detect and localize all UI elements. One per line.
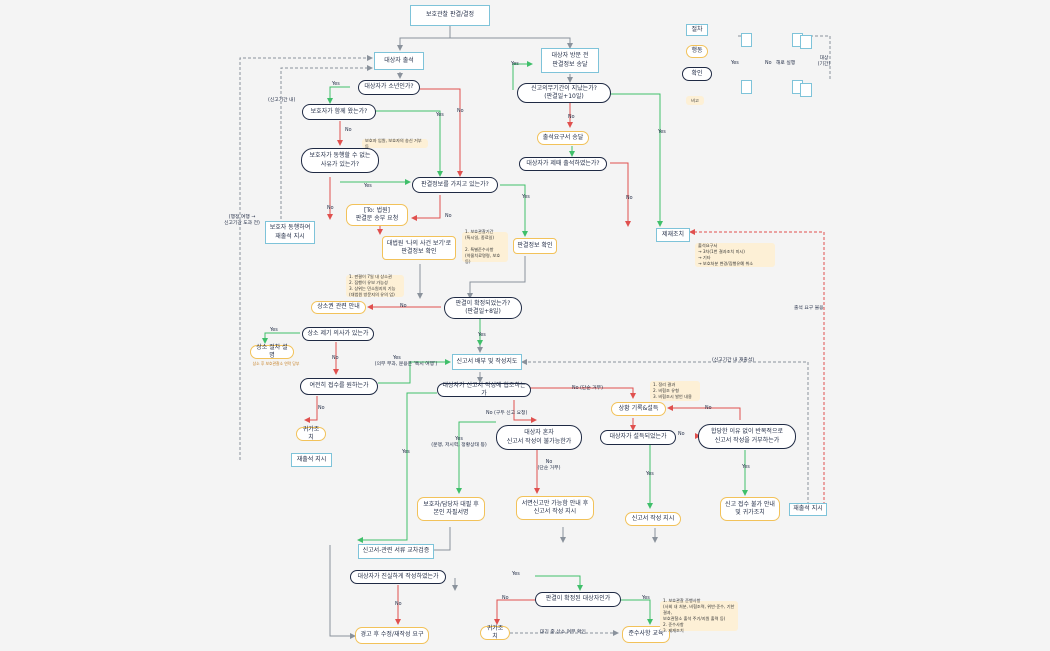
no-label: No [327,206,334,211]
form-write-action: 신고서 작성 지시 [625,512,681,526]
summon-doc-action: 출석요구서 송달 [537,131,589,145]
no-label: No [332,356,339,361]
orient-note: 1. 보호관찰 준행사항 (사회 내 처분, 비협조력, 위반·준수, 기한 결… [660,598,738,633]
no-label: No [568,115,575,120]
judgement-check-node: 판결정보 확인 [513,238,557,254]
legend-yes-box1 [741,33,752,47]
tp-request-action: [To: 법원] 판결문 송부 요청 [346,204,408,226]
stubborn-label: (의무 부과, 문용은 '특시 여행') [374,362,438,367]
visit-node: 대상자 방문 전 판결정보 송달 [541,48,599,73]
no-label: No [626,196,633,201]
yes-label: Yes [364,184,372,189]
legend-flow-box2 [800,83,812,97]
no-label: No [678,432,685,437]
deadline-minor-label: (신고기간 내) [268,98,296,103]
no-label: No [457,109,464,114]
yes-label: Yes [522,195,530,200]
legend-branch-label: 대상 (기간) [817,56,831,68]
appeal-reasons-note: 1. 판결이 7일 내 상소권 2. 집행이 유보 가능성 3. 상위는 민소원… [346,274,404,297]
waiting-loop-label: (행정 여행 → 신고기간 도과 전) [224,215,260,227]
yes-label: Yes [646,472,654,477]
assist-write-action: 보호자/담당자 대필 후 본인 자필서명 [417,497,485,521]
resummon1-node: 재출석 지시 [291,453,332,467]
deadline-passed-label: (신고기간 내 재출석) [712,358,755,363]
yes-label: Yes [512,572,520,577]
no-assist-label: No (구두 신고 요청) [486,411,528,416]
sanction-node: 제재조치 [656,228,690,242]
appeal-note-text: 상소 후 보호관찰소 연락 당부 [252,361,300,366]
form-prep-node: 신고서 배부 및 작성지도 [452,354,522,370]
no-simple2-label: No (단순 거부) [537,460,561,472]
period-check-label: 대기 중 상소 여부 확인 [540,630,586,635]
situation-note: 1. 정리 결과 2. 비협조 유형 3. 비협조시 발언 내용 [650,381,700,401]
verify-decision: 판결정보를 가지고 있는가? [412,177,498,193]
final-confirm-decision: 판결이 확정된 대상자인가 [535,592,621,607]
legend-yes-label: Yes [731,61,739,66]
yes-label: Yes [270,328,278,333]
verbal-action: 서면신고만 가능함 안내 후 신고서 작성 지시 [516,496,594,520]
legend-decision: 확인 [682,67,712,81]
deadline-decision: 신고의무기간이 지났는가? (판결일+10일) [517,83,611,103]
orient-action: 준수사항 교육 [622,626,670,643]
no-simple-label: No (단순 거부) [572,386,603,391]
legend-no-label: No [765,61,772,66]
no-label: No [445,214,452,219]
guardian-present-decision: 보호자가 함께 왔는가? [302,104,376,120]
yes-illness-label: Yes (문맹, 저시력, 정황상태 등) [431,437,487,449]
legend-process: 절차 [686,24,708,36]
return2-action: 귀가조치 [480,625,510,640]
yes-label: Yes [742,465,750,470]
yes-label: Yes [393,356,401,361]
summon-node: 대상자 출석 [374,52,424,70]
no-label: No [395,602,402,607]
refuse-guide-action: 신고 접수 불가 안내 및 귀가조치 [720,497,780,521]
no-label: No [705,406,712,411]
yes-label: Yes [478,333,486,338]
appeal-guide-action: 상소권 관련 안내 [311,301,366,314]
no-label: No [318,406,325,411]
attend-date-decision: 대상자가 제때 출석하였는가? [519,157,607,171]
yes-label: Yes [436,113,444,118]
sanction-note: 출석요구서 → 3차(1번 결과조치 미시) → 기타 → 보호처분 변경/집행… [695,243,775,267]
appeal-will-decision: 상소 제기 의사가 있는가 [302,327,374,341]
guardian-resummon-node: 보호자 동행하여 재출석 지시 [265,221,315,244]
no-label: No [502,596,509,601]
return1-action: 귀가조치 [296,426,326,441]
yes-label: Yes [658,130,666,135]
court-note: 1. 보호관찰기간 (특시일, 종료일) 2. 특별준수사항 (약물치료명령, … [462,229,508,264]
yes-label: Yes [332,82,340,87]
confirmed-decision: 판결이 확정되었는가? (판결일+8일) [444,297,522,319]
appeal-explain-action: 상소 절차 설명 [250,344,294,359]
refuse-decision: 합당한 이유 없이 반복적으로 신고서 작성을 거부하는가 [698,424,796,449]
no-label: No [345,128,352,133]
crosscheck-node: 신고서-관련 서류 교차검증 [358,544,434,559]
resummon2-node: 재출석 지시 [789,503,827,516]
minor-decision: 대상자가 소년인가? [358,80,420,95]
self-check-node: 대법원 '나의 사건 보기'로 판결정보 확인 [382,236,456,260]
yes-label: Yes [642,596,650,601]
title-node: 보호관찰 판결/결정 [410,5,490,26]
withdraw-decision: 여전히 접수를 원하는가 [300,378,378,395]
no-guardian-note: 보호자 입원, 보호자의 송신 거부 등 [362,138,428,149]
legend-order-label: 해로 실행 [776,61,796,66]
legend-action: 행동 [686,45,708,58]
guardian-reason-decision: 보호자가 동행할 수 없는 사유가 있는가? [301,148,379,173]
persuaded-decision: 대상자가 설득되었는가 [600,430,676,445]
honest-decision: 대상자가 진실하게 작성하였는가 [350,570,446,584]
alone-decision: 대상자 혼자 신고서 작성이 불가능한가 [496,425,582,450]
no-label: No [400,304,407,309]
repeat-summon-label: 출석 요구 불응 [794,306,824,311]
yes-label: Yes [402,450,410,455]
legend-note: 비고 [686,96,704,105]
situation-action: 상황 기록&설득 [611,402,666,416]
legend-flow-box1 [800,35,812,49]
coop-decision: 대상자가 신고서 작성에 협조하는가 [437,382,531,397]
yes-label: Yes [511,62,519,67]
legend-yes-box2 [741,80,752,94]
warn-action: 경고 후 수정/재작성 요구 [355,627,429,644]
